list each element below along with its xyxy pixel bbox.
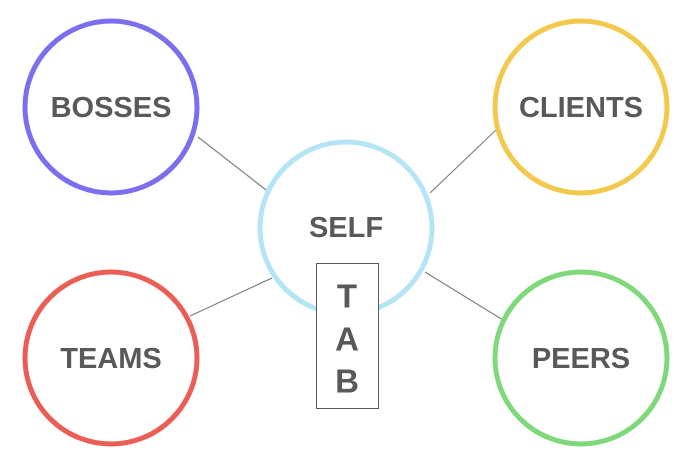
tab-box-frame [316, 263, 379, 409]
connector-self-peers [424, 271, 504, 321]
node-clients-circle [492, 18, 670, 196]
tab-letter-b: B [335, 363, 359, 400]
tab-letter-t: T [337, 278, 357, 315]
node-self: SELF [257, 139, 435, 317]
node-peers: PEERS [492, 269, 670, 447]
node-teams-label: TEAMS [60, 343, 162, 375]
node-bosses-label: BOSSES [51, 92, 172, 124]
tab-box: T A B [316, 263, 379, 409]
node-clients-label: CLIENTS [519, 92, 643, 124]
node-peers-circle [492, 269, 670, 447]
node-peers-label: PEERS [532, 343, 630, 375]
connector-self-teams [189, 277, 273, 317]
connector-self-bosses [197, 136, 267, 191]
tab-letter-a: A [335, 321, 359, 358]
node-clients: CLIENTS [492, 18, 670, 196]
node-teams-circle [22, 269, 200, 447]
node-bosses: BOSSES [22, 18, 200, 196]
node-teams: TEAMS [22, 269, 200, 447]
node-bosses-circle [22, 18, 200, 196]
node-self-label: SELF [309, 212, 383, 244]
connector-self-clients [429, 129, 497, 194]
